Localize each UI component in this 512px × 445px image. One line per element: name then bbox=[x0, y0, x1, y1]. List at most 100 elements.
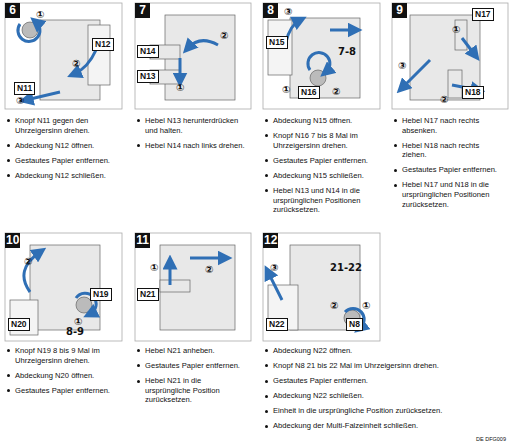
instruction-item: Abdeckung N15 öffnen. bbox=[263, 116, 375, 126]
instruction-text: Einheit in die ursprüngliche Position zu… bbox=[273, 406, 442, 415]
step-number: 6 bbox=[9, 3, 16, 17]
instruction-text: Hebel N17 und N18 in die ursprünglichen … bbox=[402, 180, 489, 208]
instruction-item: Hebel N21 in die ursprüngliche Position … bbox=[135, 376, 247, 405]
instruction-item: Einheit in die ursprüngliche Position zu… bbox=[263, 406, 503, 416]
instruction-item: Gestautes Papier entfernen. bbox=[5, 156, 117, 166]
part-label-box: N21 bbox=[137, 288, 159, 301]
callout-number: 7-8 bbox=[338, 46, 356, 57]
bullet-dot bbox=[265, 364, 268, 367]
callout-number: ② bbox=[72, 58, 80, 69]
instruction-text: Knopf N11 gegen den Uhrzeigersinn drehen… bbox=[15, 116, 90, 135]
instruction-text: Abdeckung N12 schließen. bbox=[15, 171, 106, 180]
part-label-box: N12 bbox=[92, 38, 114, 51]
part-label: N17 bbox=[475, 9, 491, 19]
instruction-text: Gestautes Papier entfernen. bbox=[402, 165, 497, 174]
instruction-text: Abdeckung N20 öffnen. bbox=[15, 371, 94, 380]
part-label-box: N17 bbox=[472, 8, 494, 21]
instruction-text: Abdeckung N22 schließen. bbox=[273, 391, 364, 400]
part-label: N22 bbox=[269, 319, 285, 329]
bullet-dot bbox=[265, 159, 268, 162]
step-number-box: 12 bbox=[263, 233, 278, 248]
instruction-text: Gestautes Papier entfernen. bbox=[273, 376, 368, 385]
part-label: N11 bbox=[17, 83, 32, 93]
bullet-dot bbox=[265, 349, 268, 352]
instruction-text: Abdeckung N15 öffnen. bbox=[273, 116, 352, 125]
instruction-text: Hebel N21 anheben. bbox=[145, 346, 215, 355]
callout-number: ② bbox=[205, 264, 213, 275]
part-label-box: N22 bbox=[266, 318, 288, 331]
instruction-text: Hebel N17 nach rechts absenken. bbox=[402, 116, 479, 135]
bullet-dot bbox=[137, 364, 140, 367]
bullet-dot bbox=[7, 119, 10, 122]
instruction-item: Knopf N11 gegen den Uhrzeigersinn drehen… bbox=[5, 116, 117, 135]
callout-number: ③ bbox=[16, 95, 24, 106]
bullet-dot bbox=[137, 119, 140, 122]
instruction-item: Abdeckung N15 schließen. bbox=[263, 171, 375, 181]
instruction-text: Abdeckung N12 öffnen. bbox=[15, 141, 94, 150]
callout-number: ② bbox=[440, 94, 448, 105]
bullet-dot bbox=[7, 374, 10, 377]
step-number-box: 9 bbox=[392, 3, 407, 18]
part-label: N19 bbox=[93, 289, 109, 299]
instruction-list: Abdeckung N22 öffnen. Knopf N8 21 bis 22 … bbox=[263, 346, 503, 437]
instruction-text: Knopf N19 8 bis 9 Mal im Uhrzeigersinn d… bbox=[15, 346, 100, 365]
step-number: 12 bbox=[264, 233, 277, 247]
instruction-item: Abdeckung N12 schließen. bbox=[5, 171, 117, 181]
bullet-dot bbox=[265, 134, 268, 137]
part-label-box: N16 bbox=[298, 86, 320, 99]
part-label: N21 bbox=[140, 289, 156, 299]
callout-number: ① bbox=[282, 84, 290, 95]
callout-number: ② bbox=[330, 300, 338, 311]
instruction-text: Abdeckung N15 schließen. bbox=[273, 171, 364, 180]
part-label: N20 bbox=[11, 319, 27, 329]
instruction-list: Abdeckung N15 öffnen. Knopf N16 7 bis 8 M… bbox=[263, 116, 375, 220]
instruction-item: Gestautes Papier entfernen. bbox=[263, 376, 503, 386]
part-label: N15 bbox=[269, 37, 285, 47]
instruction-item: Hebel N14 nach links drehen. bbox=[135, 141, 247, 151]
part-label-box: N18 bbox=[462, 86, 484, 99]
instruction-item: Gestautes Papier entfernen. bbox=[392, 165, 504, 175]
instruction-item: Knopf N16 7 bis 8 Mal im Uhrzeigersinn d… bbox=[263, 131, 375, 150]
callout-number: ③ bbox=[270, 262, 278, 273]
callout-number: ① bbox=[452, 24, 460, 35]
bullet-dot bbox=[137, 144, 140, 147]
step-number: 8 bbox=[267, 3, 274, 17]
instruction-list: Hebel N21 anheben. Gestautes Papier entfe… bbox=[135, 346, 247, 410]
instruction-text: Knopf N8 21 bis 22 Mal im Uhrzeigersinn … bbox=[273, 361, 439, 370]
step-number-box: 7 bbox=[135, 3, 150, 18]
step-number-box: 11 bbox=[135, 233, 150, 248]
instruction-list: Knopf N11 gegen den Uhrzeigersinn drehen… bbox=[5, 116, 117, 186]
callout-number: ① bbox=[362, 300, 370, 311]
part-label: N8 bbox=[349, 319, 360, 329]
part-label-box: N14 bbox=[137, 45, 159, 58]
instruction-item: Gestautes Papier entfernen. bbox=[135, 361, 247, 371]
instruction-text: Gestautes Papier entfernen. bbox=[145, 361, 240, 370]
step-number-box: 8 bbox=[263, 3, 278, 18]
instruction-item: Abdeckung N12 öffnen. bbox=[5, 141, 117, 151]
instruction-text: Hebel N14 nach links drehen. bbox=[145, 141, 245, 150]
instruction-text: Abdeckung der Multi-Falzeinheit schließe… bbox=[273, 421, 418, 430]
instruction-item: Hebel N13 und N14 in die ursprünglichen … bbox=[263, 186, 375, 215]
callout-number: ③ bbox=[284, 6, 292, 17]
callout-number: 8-9 bbox=[66, 326, 84, 337]
bullet-dot bbox=[265, 189, 268, 192]
callout-number: ③ bbox=[398, 60, 406, 71]
part-label-box: N20 bbox=[8, 318, 30, 331]
part-label: N18 bbox=[465, 87, 481, 97]
part-label-box: N11 bbox=[14, 82, 35, 95]
bullet-dot bbox=[137, 349, 140, 352]
instruction-item: Abdeckung N22 schließen. bbox=[263, 391, 503, 401]
instruction-item: Abdeckung N20 öffnen. bbox=[5, 371, 117, 381]
instruction-text: Hebel N18 nach rechts ziehen. bbox=[402, 141, 479, 160]
instruction-text: Gestautes Papier entfernen. bbox=[15, 156, 110, 165]
part-label: N14 bbox=[140, 46, 156, 56]
instruction-text: Abdeckung N22 öffnen. bbox=[273, 346, 352, 355]
instruction-item: Knopf N19 8 bis 9 Mal im Uhrzeigersinn d… bbox=[5, 346, 117, 365]
step-number: 7 bbox=[139, 3, 146, 17]
instruction-item: Hebel N17 nach rechts absenken. bbox=[392, 116, 504, 135]
step-number: 10 bbox=[6, 233, 19, 247]
instruction-item: Knopf N8 21 bis 22 Mal im Uhrzeigersinn … bbox=[263, 361, 503, 371]
callout-number: ② bbox=[24, 256, 32, 267]
part-label: N12 bbox=[95, 39, 111, 49]
